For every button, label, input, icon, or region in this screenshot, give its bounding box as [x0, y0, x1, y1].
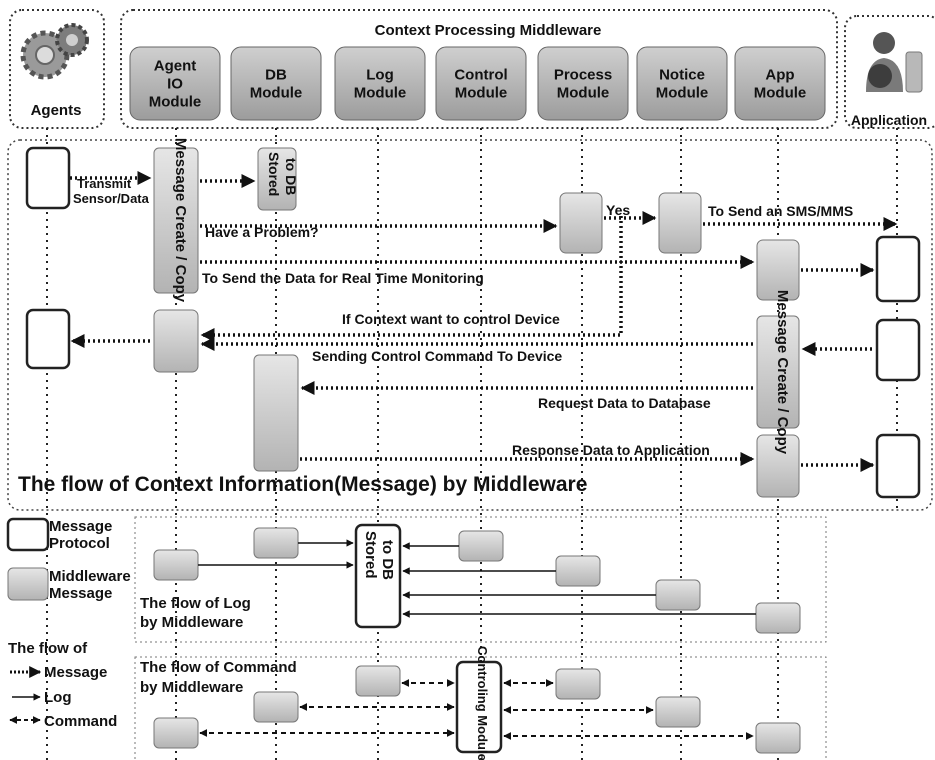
legend-log: Log — [44, 689, 72, 706]
log-section-title-2: by Middleware — [140, 614, 243, 631]
stored-to-db-line1: Stored — [266, 152, 282, 196]
middleware-message-boxes — [153, 147, 800, 498]
middleware-label: Context Processing Middleware — [375, 22, 602, 39]
legend-command: Command — [44, 713, 117, 730]
module-label: Module — [656, 85, 709, 102]
transmit-label-1: Transmit — [77, 176, 132, 191]
module-label: Notice — [659, 67, 705, 84]
module-label: DB — [265, 67, 287, 84]
module-label: Module — [754, 85, 807, 102]
module-label: Agent — [154, 58, 197, 75]
command-section-title-1: The flow of Command — [140, 659, 297, 676]
log-stored-line1: Stored — [362, 531, 379, 579]
command-section-frame — [134, 656, 827, 760]
controlling-modules-label: Controling Modules — [475, 646, 490, 760]
log-section-frame — [134, 516, 827, 643]
log-stored-box — [354, 523, 402, 629]
context-control-label: If Context want to control Device — [342, 311, 560, 327]
application-label: Application — [851, 112, 927, 128]
log-message-boxes — [153, 527, 801, 634]
module-label: IO — [167, 76, 183, 93]
legend-middleware-line2: Message — [49, 585, 112, 602]
log-stored-line2: to DB — [379, 540, 396, 580]
module-label: Process — [554, 67, 612, 84]
module-label: Module — [455, 85, 508, 102]
sms-label: To Send an SMS/MMS — [708, 203, 853, 219]
message-create-copy-label: Message Create / Copy — [172, 138, 189, 303]
stored-to-db-line2: to DB — [283, 158, 299, 195]
legend-protocol-swatch — [6, 517, 50, 552]
message-arrows — [70, 171, 898, 472]
realtime-label: To Send the Data for Real Time Monitorin… — [202, 270, 484, 286]
command-arrows — [199, 679, 754, 740]
gear-icon — [20, 23, 89, 80]
module-label: Module — [149, 94, 202, 111]
agents-label: Agents — [31, 102, 82, 119]
controlling-modules-box — [455, 660, 503, 754]
application-frame — [844, 15, 935, 129]
module-label: Module — [250, 85, 303, 102]
response-data-label: Response Data to Application — [512, 442, 710, 458]
message-create-copy-label-2: Message Create / Copy — [774, 290, 791, 455]
legend-protocol-line2: Protocol — [49, 535, 110, 552]
module-label: Module — [354, 85, 407, 102]
legend-protocol-line1: Message — [49, 518, 112, 535]
command-section-title-2: by Middleware — [140, 679, 243, 696]
have-problem-label: Have a Problem? — [205, 224, 319, 240]
command-message-boxes — [153, 665, 801, 754]
agents-frame — [9, 9, 105, 129]
request-data-label: Request Data to Database — [538, 395, 711, 411]
control-command-label: Sending Control Command To Device — [312, 348, 562, 364]
yes-label: Yes — [606, 202, 630, 218]
legend-flow-of: The flow of — [8, 640, 88, 657]
legend-middleware-line1: Middleware — [49, 568, 131, 585]
protocol-boxes — [25, 146, 921, 499]
transmit-label-2: Sensor/Data — [73, 191, 150, 206]
module-label: Log — [366, 67, 394, 84]
legend-middleware-swatch — [7, 567, 49, 601]
module-label: Control — [454, 67, 507, 84]
user-icon — [866, 32, 923, 93]
legend-message: Message — [44, 664, 107, 681]
module-label: Module — [557, 85, 610, 102]
module-label: App — [765, 67, 794, 84]
log-arrows — [198, 539, 756, 618]
main-flow-frame — [7, 139, 933, 511]
log-section-title-1: The flow of Log — [140, 595, 251, 612]
main-flow-title: The flow of Context Information(Message)… — [18, 473, 587, 496]
middleware-frame — [120, 9, 838, 129]
